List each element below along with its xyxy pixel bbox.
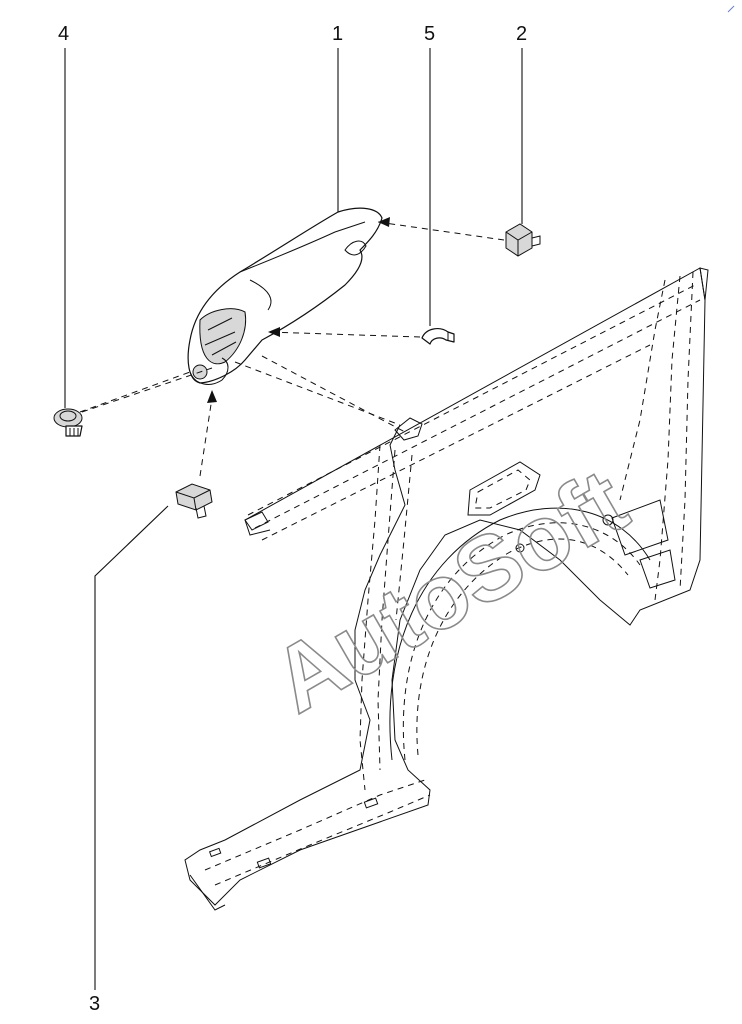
callout-1: 1 <box>332 23 343 45</box>
callout-3: 3 <box>89 993 100 1015</box>
body-side-panel <box>184 267 709 911</box>
part-3-mounting-clip <box>175 483 213 519</box>
callout-4: 4 <box>58 23 69 45</box>
callout-labels: 1 2 3 4 5 <box>58 23 527 1015</box>
watermark: AutoSoft <box>256 450 643 732</box>
part-1-trim-panel <box>187 207 383 385</box>
part-5-spring-clip <box>421 328 455 345</box>
part-2-retaining-clip <box>505 223 541 257</box>
leader-3 <box>94 505 169 990</box>
assembly-paths <box>79 217 505 477</box>
part-4-screw <box>53 408 83 437</box>
callout-5: 5 <box>424 23 435 45</box>
callout-2: 2 <box>516 23 527 45</box>
leader-lines <box>64 48 523 990</box>
corner-mark <box>727 5 735 13</box>
